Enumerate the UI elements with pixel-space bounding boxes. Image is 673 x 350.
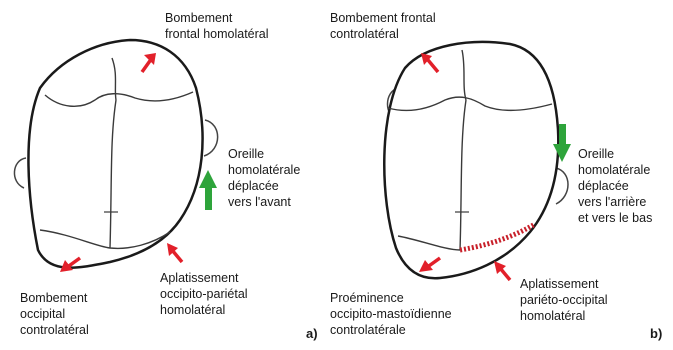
label-mastoid-b-line2: occipito-mastoïdienne	[330, 306, 452, 322]
skull-outline-b	[384, 42, 558, 278]
label-frontal-a: Bombement frontal homolatéral	[165, 10, 269, 42]
label-mastoid-b: Proéminence occipito-mastoïdienne contro…	[330, 290, 452, 338]
label-frontal-a-line1: Bombement	[165, 10, 269, 26]
label-flattening-a: Aplatissement occipito-pariétal homolaté…	[160, 270, 248, 318]
label-flattening-a-line2: occipito-pariétal	[160, 286, 248, 302]
label-ear-b-line5: et vers le bas	[578, 210, 652, 226]
label-occipital-a-line2: occipital	[20, 306, 89, 322]
panel-a-skull	[14, 40, 217, 268]
panel-b-letter: b)	[650, 326, 662, 341]
panel-b-skull	[384, 42, 568, 278]
label-occipital-a-line3: controlatéral	[20, 322, 89, 338]
ear-arrowhead-a	[199, 170, 217, 188]
label-frontal-b-line2: controlatéral	[330, 26, 436, 42]
label-flattening-b-line2: pariéto-occipital	[520, 292, 608, 308]
ear-arrow-shaft-b	[559, 124, 566, 146]
label-ear-b-line4: vers l'arrière	[578, 194, 652, 210]
label-ear-a-line4: vers l'avant	[228, 194, 300, 210]
label-occipital-a: Bombement occipital controlatéral	[20, 290, 89, 338]
right-ear	[204, 120, 218, 156]
label-ear-b-line3: déplacée	[578, 178, 652, 194]
label-occipital-a-line1: Bombement	[20, 290, 89, 306]
label-ear-a-line2: homolatérale	[228, 162, 300, 178]
label-frontal-b-line1: Bombement frontal	[330, 10, 436, 26]
label-mastoid-b-line3: controlatérale	[330, 322, 452, 338]
label-flattening-b-line1: Aplatissement	[520, 276, 608, 292]
right-ear-b	[556, 168, 568, 204]
label-frontal-b: Bombement frontal controlatéral	[330, 10, 436, 42]
label-frontal-a-line2: frontal homolatéral	[165, 26, 269, 42]
label-mastoid-b-line1: Proéminence	[330, 290, 452, 306]
label-flattening-b: Aplatissement pariéto-occipital homolaté…	[520, 276, 608, 324]
label-flattening-a-line3: homolatéral	[160, 302, 248, 318]
ear-arrow-shaft-a	[205, 186, 212, 210]
label-ear-b-line1: Oreille	[578, 146, 652, 162]
label-ear-b: Oreille homolatérale déplacée vers l'arr…	[578, 146, 652, 226]
label-ear-a-line1: Oreille	[228, 146, 300, 162]
label-ear-b-line2: homolatérale	[578, 162, 652, 178]
label-ear-a-line3: déplacée	[228, 178, 300, 194]
label-flattening-a-line1: Aplatissement	[160, 270, 248, 286]
label-flattening-b-line3: homolatéral	[520, 308, 608, 324]
left-ear	[14, 158, 26, 188]
label-ear-a: Oreille homolatérale déplacée vers l'ava…	[228, 146, 300, 210]
panel-a-letter: a)	[306, 326, 318, 341]
